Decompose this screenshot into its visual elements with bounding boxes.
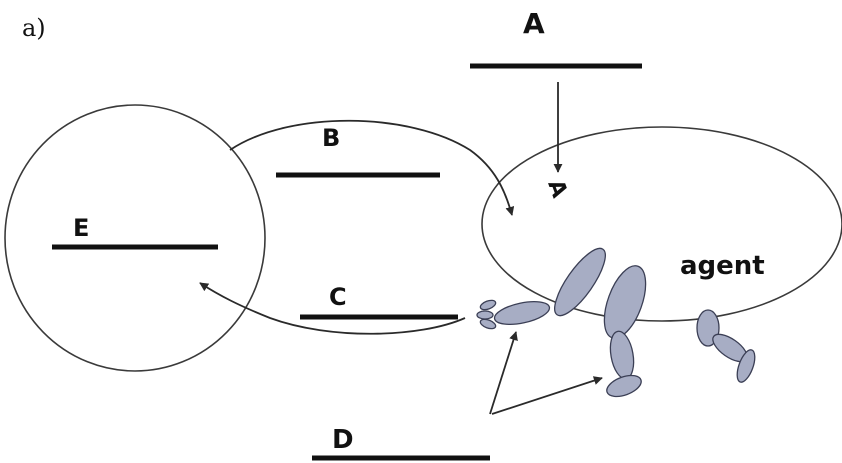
label-agent: agent (680, 251, 765, 281)
front-leg-thigh (603, 265, 647, 339)
arrow-c-agent-to-environment (199, 282, 466, 335)
label-c: C (329, 283, 347, 311)
agent-ellipse (481, 126, 842, 322)
agent-arm (476, 247, 606, 330)
agent-front-leg (603, 265, 647, 398)
arrow-d-to-hand (489, 331, 518, 415)
environment-circle (4, 104, 266, 372)
label-d: D (332, 425, 354, 455)
label-a: A (523, 7, 545, 40)
front-leg-shin (609, 330, 635, 380)
arm-upper-segment (554, 247, 606, 317)
arm-forearm-segment (493, 300, 551, 326)
front-leg-foot (606, 374, 642, 398)
arrow-b-environment-to-agent (229, 119, 515, 216)
back-leg-foot (736, 349, 756, 383)
arrow-d-to-foot (491, 376, 603, 415)
label-inner-a: A (542, 177, 571, 202)
panel-label: a) (22, 14, 46, 42)
hand-icon (476, 299, 497, 330)
label-b: B (322, 124, 340, 152)
agent-back-leg (696, 309, 756, 383)
label-e: E (73, 214, 89, 242)
